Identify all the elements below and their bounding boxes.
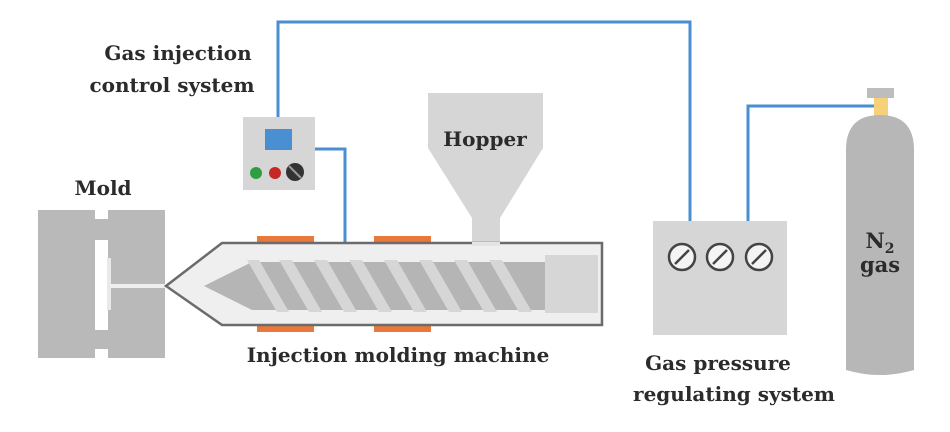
screw-flight xyxy=(349,260,392,312)
mold-left-half xyxy=(38,210,95,358)
cylinder-body xyxy=(846,115,914,375)
label-cylinder-formula: N2 xyxy=(866,228,895,257)
screw-flight xyxy=(314,260,357,312)
cylinder-valve xyxy=(874,98,888,116)
gas-injection-control-system xyxy=(243,117,315,190)
gas-line-control-to-barrel xyxy=(315,147,347,243)
hopper-throat xyxy=(472,242,500,246)
gas-pressure-regulating-system xyxy=(653,221,787,335)
mold-parting-bottom xyxy=(95,330,108,349)
pressure-gauge-icon xyxy=(667,242,697,272)
formula-subscript: 2 xyxy=(885,241,895,257)
mold-runner xyxy=(110,284,166,288)
screw-flight xyxy=(384,260,427,312)
mold-notch-top xyxy=(95,210,108,219)
label-gas-pressure-line2: regulating system xyxy=(633,382,835,406)
regulator-box xyxy=(653,221,787,335)
gas-line-regulator-to-cylinder xyxy=(746,104,874,221)
heater-band xyxy=(374,325,431,332)
label-injection-molding-machine: Injection molding machine xyxy=(247,343,550,367)
injection-molding-machine xyxy=(163,241,604,327)
screw-flight xyxy=(279,260,322,312)
screw-flight xyxy=(489,260,532,312)
gas-lines xyxy=(276,20,874,243)
mold-notch-bottom xyxy=(95,349,108,358)
control-knob-mark xyxy=(288,165,302,179)
heater-band xyxy=(257,325,314,332)
barrel-end-block xyxy=(545,255,598,313)
heater-bands xyxy=(257,236,431,332)
gas-line-control-to-regulator xyxy=(276,20,692,221)
hopper xyxy=(428,93,543,245)
pressure-gauge-icon xyxy=(744,242,774,272)
nitrogen-cylinder xyxy=(846,88,914,375)
label-gas-pressure-line1: Gas pressure xyxy=(645,351,791,375)
label-cylinder-gas: gas xyxy=(860,252,900,277)
label-mold: Mold xyxy=(74,176,131,200)
control-box xyxy=(243,117,315,190)
screw-flight xyxy=(454,260,497,312)
mold xyxy=(38,210,166,358)
mold-parting-top xyxy=(95,219,108,240)
label-hopper: Hopper xyxy=(443,127,527,151)
control-display xyxy=(265,129,292,150)
red-button-icon xyxy=(269,167,281,179)
heater-band xyxy=(374,236,431,243)
label-gas-injection-control-line1: Gas injection xyxy=(104,41,252,65)
label-gas-injection-control-line2: control system xyxy=(90,73,255,97)
pressure-gauge-icon xyxy=(705,242,735,272)
hopper-body xyxy=(428,93,543,245)
screw-flights xyxy=(247,260,532,312)
green-button-icon xyxy=(250,167,262,179)
heater-band xyxy=(257,236,314,243)
mold-cavity xyxy=(96,240,108,330)
screw-flight xyxy=(247,260,289,312)
screw-flight xyxy=(419,260,462,312)
formula-main: N xyxy=(866,228,885,253)
mold-part-edge xyxy=(107,258,111,310)
cylinder-cap xyxy=(867,88,894,98)
